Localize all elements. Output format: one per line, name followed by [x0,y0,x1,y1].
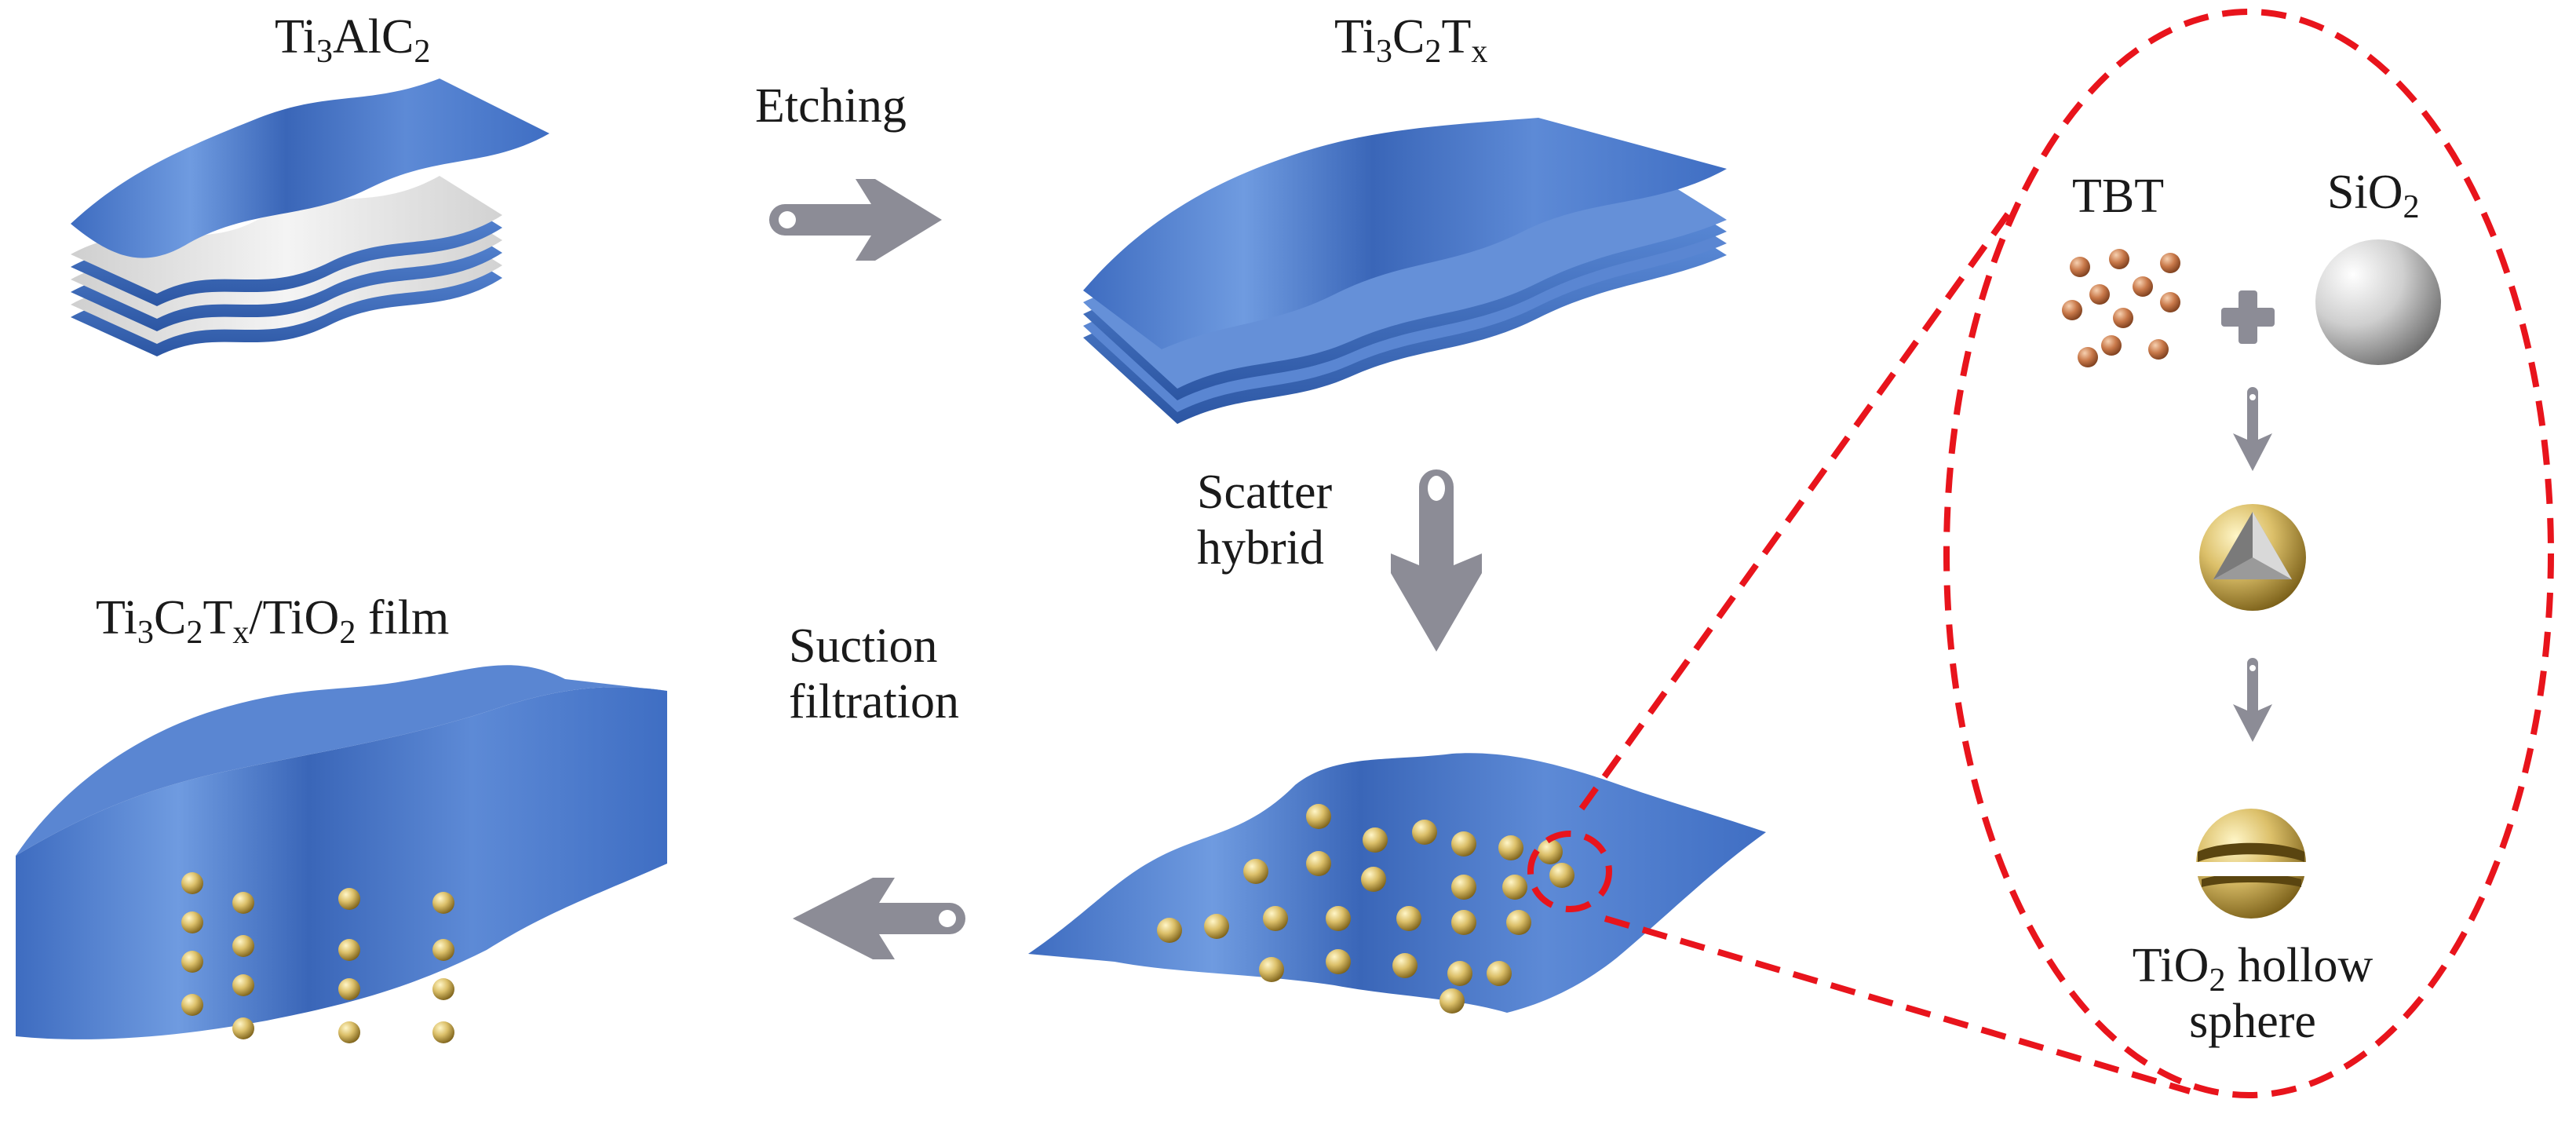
tio2-hollow-sphere-label: TiO2 hollow sphere [2132,939,2373,1049]
tbt-label: TBT [2072,170,2165,223]
sio2-sphere [2315,239,2441,365]
hybrid-sheet [1028,753,1766,1014]
ti3c2tx-label: Ti3C2Tx [1334,10,1488,70]
coated-sphere [2199,504,2306,611]
plus-icon [2221,290,2275,344]
suction-filtration-label: Suction filtration [789,619,959,729]
zoom-large-ellipse [1943,9,2554,1098]
down-arrow-icon [2233,387,2272,471]
scatter-hybrid-arrow [1391,469,1482,652]
etching-label: Etching [755,79,907,133]
hollow-sphere [2194,809,2308,919]
zoom-line-upper [1578,210,2012,811]
zoom-small-circle [1527,831,1612,912]
scatter-hybrid-label: Scatter hybrid [1197,466,1333,575]
suction-filtration-arrow [793,878,965,959]
tio2-sphere-in-film [181,872,454,1043]
down-arrow-icon [2233,658,2272,742]
zoom-callout [1527,9,2554,1098]
ti3alc2-label: Ti3AlC2 [275,10,431,70]
composite-film-stack [16,665,667,1043]
ti3c2tx-stack [1083,118,1727,424]
ti3alc2-stack [71,79,549,356]
sio2-label: SiO2 [2327,166,2420,225]
etching-arrow [769,179,942,261]
tbt-particles [2062,249,2180,367]
zoom-line-lower [1604,915,2191,1094]
tio2-sphere-on-sheet [1157,804,1574,1014]
film-label: Ti3C2Tx/TiO2 film [96,591,450,651]
